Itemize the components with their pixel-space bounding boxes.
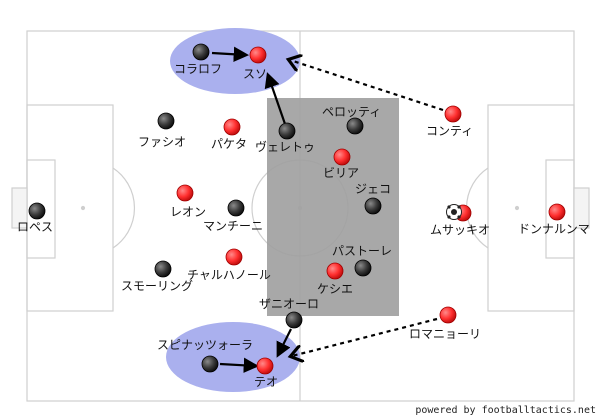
player-marker [364, 197, 382, 215]
player-label: ザニオーロ [259, 297, 319, 311]
arrow-spinazzola-theo [219, 357, 260, 374]
player-label: コンティ [426, 124, 473, 138]
player-label: ファシオ [138, 135, 186, 149]
player-label: ペロッティ [322, 105, 381, 119]
player-label: ロペス [17, 220, 53, 234]
player-marker [223, 118, 241, 136]
player-manolas: マンチーニ [203, 199, 263, 233]
right-penalty-spot [514, 205, 520, 211]
player-marker [227, 199, 245, 217]
player-marker [157, 112, 175, 130]
player-label: マンチーニ [203, 219, 263, 233]
left-penalty-arc [112, 167, 135, 249]
pitch [11, 30, 590, 402]
player-suso: スソ [243, 46, 267, 81]
arrow-romagnoli-theo [292, 317, 438, 356]
player-label: スピナッツォーラ [157, 338, 253, 352]
player-label: ロマニョーリ [409, 327, 481, 341]
player-pastore: パストーレ [332, 244, 392, 277]
right-goal [573, 187, 590, 229]
player-donnarumma: ドンナルンマ [518, 203, 590, 236]
player-marker [278, 122, 296, 140]
player-marker [249, 46, 267, 64]
player-label: ケシエ [317, 282, 353, 296]
arrow-veretout-suso [264, 72, 287, 125]
highlight-bottom [166, 322, 300, 392]
credit: powered by footballtactics.net [415, 405, 596, 416]
player-zaniolo: ザニオーロ [259, 297, 319, 329]
player-label: ムサッキオ [430, 223, 490, 237]
player-label: テオ [254, 375, 278, 389]
left-goal [11, 187, 28, 229]
player-calhanoglu: チャルハノール [187, 248, 271, 282]
player-marker [201, 355, 219, 373]
player-label: ビリア [323, 166, 359, 180]
player-dzeko: ジェコ [355, 182, 391, 215]
player-label: レオン [170, 205, 206, 219]
arrows [211, 46, 444, 374]
player-marker [285, 311, 303, 329]
player-marker [192, 43, 210, 61]
player-fazio: ファシオ [138, 112, 186, 149]
arrow-conti-suso [290, 60, 444, 112]
highlight-top [170, 28, 300, 94]
player-smalling: スモーリング [121, 260, 193, 293]
player-romagnoli: ロマニョーリ [409, 306, 481, 341]
player-marker [225, 248, 243, 266]
player-label: ヴェレトゥ [255, 139, 315, 154]
player-label: スソ [243, 67, 267, 81]
player-label: スモーリング [121, 279, 193, 293]
player-leao: レオン [170, 184, 206, 219]
player-label: パケタ [211, 137, 247, 151]
player-marker [346, 117, 364, 135]
player-pellegrini: ペロッティ [322, 105, 381, 135]
player-paqueta: パケタ [211, 118, 247, 151]
player-label: コラロフ [174, 62, 222, 76]
player-lopez: ロペス [17, 202, 53, 234]
player-marker [548, 203, 566, 221]
player-label: ドンナルンマ [518, 222, 590, 236]
player-marker [154, 260, 172, 278]
player-label: ジェコ [355, 182, 391, 196]
left-penalty-spot [80, 205, 86, 211]
player-marker [326, 262, 344, 280]
player-kessie: ケシエ [317, 262, 353, 296]
player-marker [444, 105, 462, 123]
player-kolarov: コラロフ [174, 43, 222, 76]
player-biglia: ビリア [323, 148, 359, 180]
player-marker [28, 202, 46, 220]
arrow-kolarov-suso [211, 46, 250, 62]
player-label: チャルハノール [187, 268, 271, 282]
player-label: パストーレ [332, 244, 392, 258]
ball-icon [446, 204, 462, 220]
player-marker [256, 357, 274, 375]
player-veretout: ヴェレトゥ [255, 122, 315, 154]
player-marker [354, 259, 372, 277]
player-conti: コンティ [426, 105, 473, 138]
player-theo: テオ [254, 357, 278, 389]
player-marker [333, 148, 351, 166]
player-spinazzola: スピナッツォーラ [157, 338, 253, 373]
arrow-zaniolo-theo [276, 328, 292, 358]
player-marker [176, 184, 194, 202]
player-marker [439, 306, 457, 324]
